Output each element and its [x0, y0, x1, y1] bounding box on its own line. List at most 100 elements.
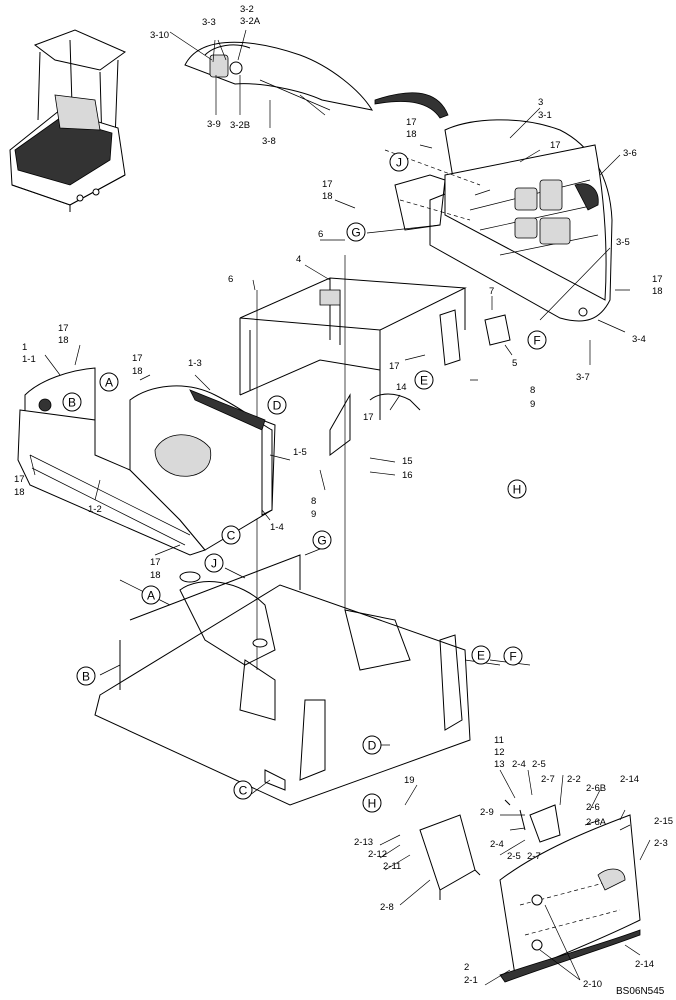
- svg-text:J: J: [396, 156, 402, 170]
- callout-E-mid: E: [414, 370, 434, 390]
- part-label: 17: [550, 140, 561, 151]
- part-label: 8: [311, 496, 316, 507]
- part-label: 19: [404, 775, 415, 786]
- part-label: 18: [58, 335, 69, 346]
- part-label: 3-9: [207, 119, 221, 130]
- callout-B-left: B: [62, 392, 82, 412]
- callout-D-base: D: [362, 735, 382, 755]
- part-label: 17: [14, 474, 25, 485]
- part-label: 2-2: [567, 774, 581, 785]
- callout-A-base: A: [141, 585, 161, 605]
- part-label: 3: [538, 97, 543, 108]
- part-label: 18: [14, 487, 25, 498]
- callout-H-mid: H: [507, 479, 527, 499]
- svg-text:H: H: [513, 483, 522, 497]
- part-label: 15: [402, 456, 413, 467]
- part-label: 1: [22, 342, 27, 353]
- part-label: 17: [389, 361, 400, 372]
- part-label: 18: [406, 129, 417, 140]
- svg-text:B: B: [68, 396, 76, 410]
- callout-D-mid: D: [267, 395, 287, 415]
- part-label: 2-7: [541, 774, 555, 785]
- leader-lines: [29, 29, 651, 986]
- part-label: 6: [228, 274, 233, 285]
- part-label: 2-4: [512, 759, 526, 770]
- part-label: 9: [530, 399, 535, 410]
- part-label: 3-2B: [230, 120, 250, 131]
- part-label: 2-7: [527, 851, 541, 862]
- part-label: 17: [58, 323, 69, 334]
- callout-C-base: C: [233, 780, 253, 800]
- part-number-labels: 3-10 3-3 3-2 3-2A 3-9 3-2B 3-8 3 3-1 17 …: [14, 4, 673, 990]
- part-label: 2-4: [490, 839, 504, 850]
- part-label: 3-6: [623, 148, 637, 159]
- part-label: 9: [311, 509, 316, 520]
- svg-text:E: E: [420, 374, 428, 388]
- part-label: 1-4: [270, 522, 284, 533]
- part-1-side-cover-drawing: [17, 367, 276, 556]
- part-label: 1-1: [22, 354, 36, 365]
- callout-G-base: G: [312, 530, 332, 550]
- svg-text:F: F: [533, 334, 540, 348]
- part-label: 6: [318, 229, 323, 240]
- part-label: 17: [363, 412, 374, 423]
- callout-C-left: C: [221, 525, 241, 545]
- callout-H-base: H: [362, 793, 382, 813]
- part-label: 18: [322, 191, 333, 202]
- part-label: 3-8: [262, 136, 276, 147]
- svg-text:F: F: [509, 650, 516, 664]
- svg-text:G: G: [351, 226, 360, 240]
- part-label: 2-12: [368, 849, 387, 860]
- svg-text:A: A: [147, 589, 155, 603]
- part-label: 13: [494, 759, 505, 770]
- part-label: 17: [132, 353, 143, 364]
- part-label: 2-6: [586, 802, 600, 813]
- callout-circles: J G F E A B D H: [62, 152, 547, 813]
- part-label: 2: [464, 962, 469, 973]
- part-label: 3-2A: [240, 16, 261, 27]
- svg-text:E: E: [477, 649, 485, 663]
- part-2-rear-cover-drawing: [419, 799, 641, 983]
- callout-J-top: J: [389, 152, 409, 172]
- part-label: 17: [652, 274, 663, 285]
- part-label: 2-6A: [586, 817, 607, 828]
- svg-text:B: B: [82, 670, 90, 684]
- part-label: 3-10: [150, 30, 169, 41]
- svg-text:A: A: [105, 376, 113, 390]
- part-label: 14: [396, 382, 407, 393]
- part-label: 2-5: [532, 759, 546, 770]
- part-label: 17: [322, 179, 333, 190]
- part-label: 2-14: [620, 774, 639, 785]
- callout-F-base: F: [503, 646, 523, 666]
- part-label: 2-6B: [586, 783, 606, 794]
- part-label: 17: [406, 117, 417, 128]
- svg-text:C: C: [227, 529, 236, 543]
- part-label: 1-2: [88, 504, 102, 515]
- part-label: 16: [402, 470, 413, 481]
- part-label: 3-3: [202, 17, 216, 28]
- svg-text:G: G: [317, 534, 326, 548]
- part-label: 2-10: [583, 979, 602, 990]
- part-label: 4: [296, 254, 301, 265]
- part-label: 7: [489, 286, 494, 297]
- svg-text:H: H: [368, 797, 377, 811]
- svg-text:D: D: [273, 399, 282, 413]
- part-3-upper-shell-drawing: [184, 41, 449, 119]
- part-label: 11: [494, 735, 504, 746]
- part-label: 2-1: [464, 975, 478, 986]
- part-label: 8: [530, 385, 535, 396]
- part-label: 12: [494, 747, 505, 758]
- part-label: 18: [150, 570, 161, 581]
- part-label: 3-5: [616, 237, 630, 248]
- part-4-frame-drawing: [239, 255, 511, 670]
- drawing-number: BS06N545: [616, 986, 665, 997]
- svg-text:D: D: [368, 739, 377, 753]
- callout-B-base: B: [76, 666, 96, 686]
- part-label: 2-8: [380, 902, 394, 913]
- svg-text:J: J: [211, 557, 217, 571]
- part-label: 1-3: [188, 358, 202, 369]
- part-label: 3-7: [576, 372, 590, 383]
- callout-G-top: G: [346, 222, 366, 242]
- part-label: 18: [132, 366, 143, 377]
